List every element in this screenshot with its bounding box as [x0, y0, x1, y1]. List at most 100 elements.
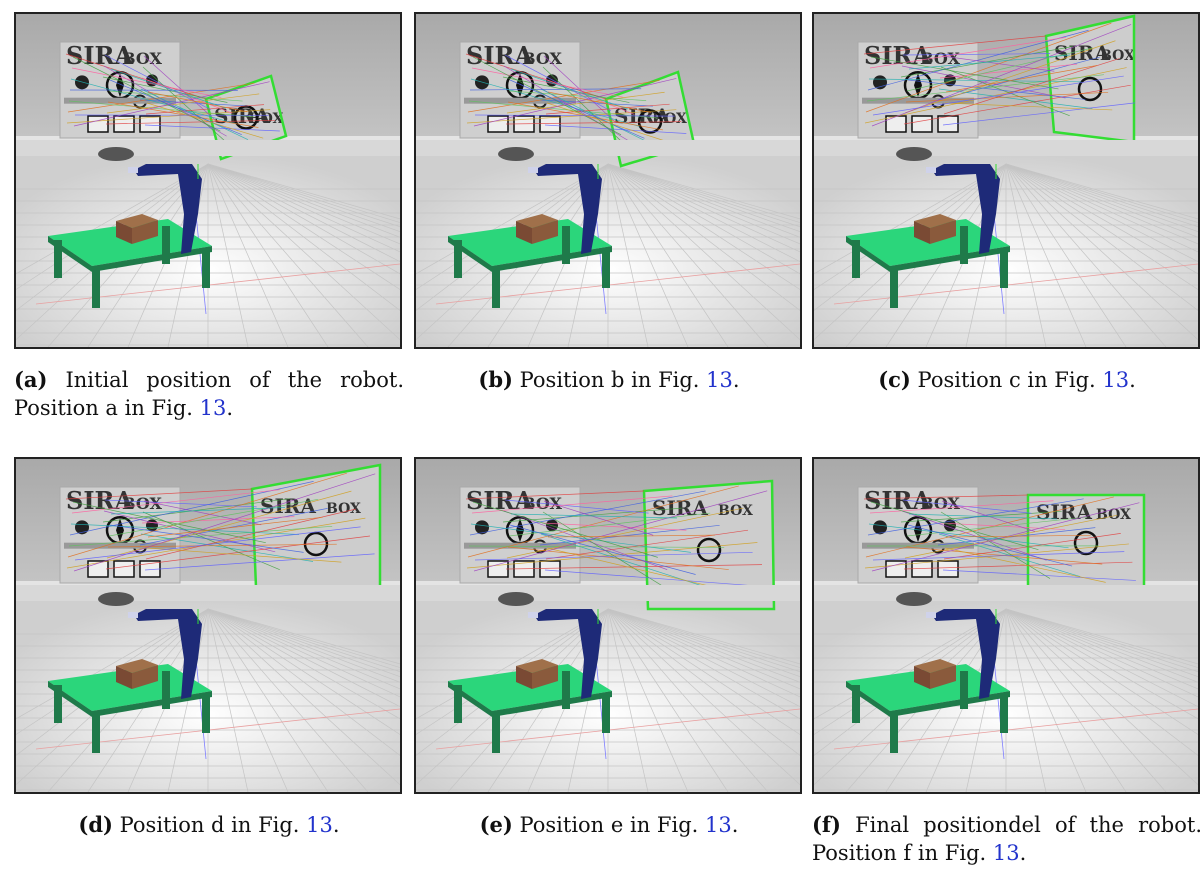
robot-arm — [534, 164, 602, 254]
box-side — [116, 666, 132, 689]
floor-grid-line — [1005, 608, 1198, 707]
floor-grid-line — [207, 163, 400, 245]
feature-match-line — [104, 499, 257, 508]
caption-text: Position e in Fig. — [512, 813, 705, 837]
rail — [416, 140, 800, 156]
gear-icon — [873, 75, 887, 90]
feature-match-line — [65, 488, 253, 500]
feature-match-line — [508, 90, 647, 101]
feature-match-line — [544, 124, 687, 134]
box-side — [516, 666, 532, 689]
box-side — [516, 221, 532, 244]
feature-match-line — [105, 535, 371, 570]
detected-poster — [206, 76, 286, 159]
rail — [16, 585, 400, 601]
floor-grid-line — [1005, 163, 1198, 223]
caption-text: Position d in Fig. — [112, 813, 307, 837]
feature-match-line — [66, 109, 271, 124]
feature-match-line — [540, 88, 652, 145]
caption-d: (d) Position d in Fig. 13. — [14, 811, 404, 839]
feature-match-line — [105, 119, 276, 125]
floor-grid-line — [207, 608, 400, 690]
box-front — [132, 665, 158, 689]
floor-grid-line — [207, 608, 329, 792]
feature-match-line — [465, 490, 645, 500]
figure-ref-link[interactable]: 13 — [706, 368, 733, 392]
feature-match-line — [904, 40, 1116, 114]
fragile-icon — [487, 560, 509, 578]
feature-match-line — [106, 93, 260, 114]
box-front — [930, 665, 956, 689]
table-leg — [852, 685, 860, 723]
floor-grid-line — [207, 163, 329, 347]
feature-match-line — [905, 91, 1109, 103]
table-leg — [852, 240, 860, 278]
feature-match-line — [143, 500, 262, 526]
feature-match-line — [146, 102, 264, 139]
feature-match-line — [72, 501, 266, 544]
caption-label: (b) — [478, 367, 513, 392]
feature-match-line — [466, 109, 677, 124]
feature-match-line — [144, 553, 375, 571]
figure-ref-link[interactable]: 13 — [306, 813, 333, 837]
feature-match-line — [139, 99, 249, 107]
table-leg — [562, 671, 570, 709]
wheel — [498, 592, 534, 606]
floor-grid-line — [1005, 163, 1198, 253]
wheel — [98, 592, 134, 606]
wheel — [896, 592, 932, 606]
floor-grid-line — [1005, 608, 1198, 786]
robot-arm — [134, 609, 202, 699]
feature-match-line — [868, 523, 1069, 549]
floor-grid-line — [1005, 608, 1127, 792]
feature-match-line — [108, 90, 243, 102]
table-leg — [202, 695, 210, 733]
fragile-icon — [885, 115, 907, 133]
caption-label: (c) — [878, 367, 911, 392]
figure-ref-link[interactable]: 13 — [992, 841, 1020, 865]
floor-grid-line — [207, 163, 400, 341]
umbrella-icon — [937, 560, 959, 578]
floor-grid-line — [207, 608, 400, 683]
floor-grid-line — [1005, 163, 1087, 347]
caption-f: (f) Final positiondel of the robot. Posi… — [812, 811, 1200, 867]
feature-match-line — [871, 24, 1132, 127]
floor-grid-line — [607, 608, 769, 792]
feature-match-line — [539, 524, 720, 546]
feature-match-line — [73, 81, 270, 127]
figure-ref-link[interactable]: 13 — [1102, 368, 1130, 392]
feature-match-line — [70, 523, 300, 535]
floor-grid-line — [416, 163, 609, 275]
feature-match-line — [941, 500, 1036, 532]
recycle-icon — [911, 115, 933, 133]
poster-logo-sira: SIRA — [864, 486, 932, 515]
figure-ref-link[interactable]: 13 — [705, 813, 732, 837]
feature-match-line — [871, 502, 1140, 572]
feature-match-line — [467, 80, 660, 113]
floor-grid-line — [207, 608, 400, 756]
table-leg — [492, 715, 500, 753]
feature-match-line — [545, 103, 670, 115]
compass-icon — [637, 109, 663, 134]
floor-grid-line — [1005, 163, 1198, 290]
figure-ref-link[interactable]: 13 — [199, 396, 227, 420]
table-leg — [54, 685, 62, 723]
feature-match-line — [908, 513, 1058, 520]
floor-grid-line — [1005, 608, 1198, 668]
feature-match-line — [868, 78, 1082, 83]
caption-label: (d) — [78, 812, 113, 837]
floor-grid-line — [207, 163, 400, 220]
poster-logo-box: BOX — [122, 494, 162, 513]
rail — [814, 140, 1198, 156]
feature-match-line — [542, 511, 672, 593]
compass-icon — [1073, 530, 1099, 556]
feature-match-line — [510, 513, 678, 519]
feature-match-line — [469, 88, 642, 91]
box-front — [532, 665, 558, 689]
feature-match-line — [507, 546, 729, 570]
umbrella-icon — [539, 115, 561, 133]
feature-match-line — [867, 498, 1084, 536]
floor-grid-line — [1005, 608, 1198, 677]
feature-match-line — [73, 473, 376, 572]
box-top — [914, 659, 956, 673]
